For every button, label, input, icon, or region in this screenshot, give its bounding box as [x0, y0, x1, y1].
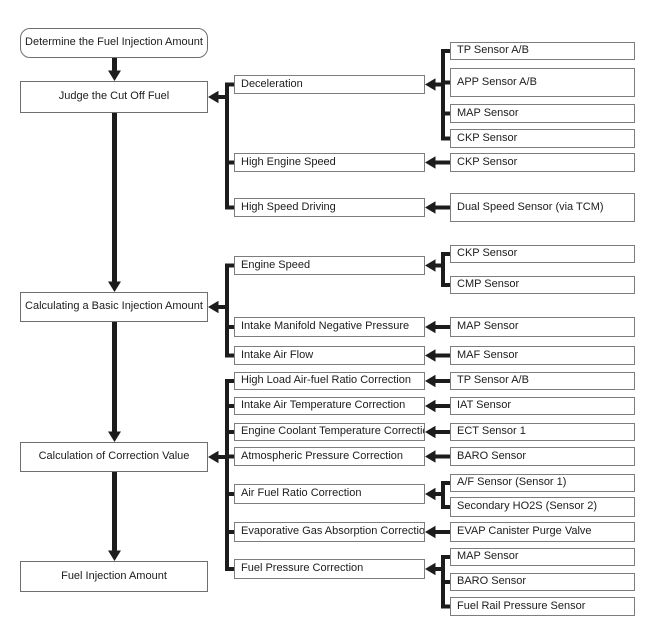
sensor-map-sensor: MAP Sensor — [450, 317, 635, 337]
factor-high-load-air-fuel-ratio-correction: High Load Air-fuel Ratio Correction — [234, 372, 425, 390]
sensor-baro-sensor: BARO Sensor — [450, 573, 635, 591]
connector-intake-air-flow-sensor — [425, 349, 450, 362]
factor-high-engine-speed: High Engine Speed — [234, 153, 425, 172]
sensor-ect-sensor-1: ECT Sensor 1 — [450, 423, 635, 441]
sensor-fuel-rail-pressure-sensor: Fuel Rail Pressure Sensor — [450, 597, 635, 616]
connector-fuel-pressure-sensors — [425, 555, 450, 609]
sensor-baro-sensor: BARO Sensor — [450, 447, 635, 466]
sensor-ckp-sensor: CKP Sensor — [450, 153, 635, 172]
sensor-cmp-sensor: CMP Sensor — [450, 276, 635, 294]
sensor-app-sensor-ab: APP Sensor A/B — [450, 68, 635, 97]
connector-basic-injection-factors — [208, 263, 234, 358]
sensor-ckp-sensor: CKP Sensor — [450, 129, 635, 148]
connector-air-fuel-ratio-sensors — [425, 481, 450, 509]
connector-ect-sensor — [425, 425, 450, 439]
connector-deceleration-sensors — [425, 49, 450, 141]
sensor-secondary-ho2s-2: Secondary HO2S (Sensor 2) — [450, 497, 635, 517]
sensor-evap-canister-purge-valve: EVAP Canister Purge Valve — [450, 522, 635, 542]
connector-manifold-pressure-sensor — [425, 320, 450, 334]
connector-cutoff-conditions — [208, 82, 234, 210]
factor-intake-air-flow: Intake Air Flow — [234, 346, 425, 365]
sensor-tp-sensor-ab: TP Sensor A/B — [450, 372, 635, 390]
sensor-maf-sensor: MAF Sensor — [450, 346, 635, 365]
sensor-dual-speed-sensor-tcm: Dual Speed Sensor (via TCM) — [450, 193, 635, 222]
factor-intake-air-temperature-correction: Intake Air Temperature Correction — [234, 397, 425, 415]
factor-deceleration: Deceleration — [234, 75, 425, 94]
flow-step-judge-cut-off-fuel: Judge the Cut Off Fuel — [20, 81, 208, 113]
factor-evaporative-gas-absorption-correction: Evaporative Gas Absorption Correction — [234, 522, 425, 542]
flow-step-determine-amount: Determine the Fuel Injection Amount — [20, 28, 208, 58]
sensor-map-sensor: MAP Sensor — [450, 548, 635, 566]
connector-correction-factors — [208, 379, 234, 571]
main-flow-arrows — [108, 58, 121, 561]
factor-engine-speed: Engine Speed — [234, 256, 425, 275]
factor-intake-manifold-negative-pressure: Intake Manifold Negative Pressure — [234, 317, 425, 337]
connector-engine-speed-sensors — [425, 252, 450, 287]
flow-step-correction-value: Calculation of Correction Value — [20, 442, 208, 472]
connector-iat-sensor — [425, 399, 450, 413]
factor-engine-coolant-temperature-correction: Engine Coolant Temperature Correction — [234, 423, 425, 441]
connector-baro-sensor — [425, 450, 450, 463]
sensor-ckp-sensor: CKP Sensor — [450, 245, 635, 263]
sensor-iat-sensor: IAT Sensor — [450, 397, 635, 415]
factor-atmospheric-pressure-correction: Atmospheric Pressure Correction — [234, 447, 425, 466]
factor-fuel-pressure-correction: Fuel Pressure Correction — [234, 559, 425, 579]
flow-step-basic-injection-amount: Calculating a Basic Injection Amount — [20, 292, 208, 322]
factor-high-speed-driving: High Speed Driving — [234, 198, 425, 217]
connector-high-load-sensor — [425, 374, 450, 388]
connector-high-speed-driving-sensor — [425, 201, 450, 214]
sensor-map-sensor: MAP Sensor — [450, 104, 635, 123]
connector-evap-valve — [425, 525, 450, 539]
connector-high-engine-speed-sensor — [425, 156, 450, 169]
sensor-af-sensor-1: A/F Sensor (Sensor 1) — [450, 474, 635, 492]
factor-air-fuel-ratio-correction: Air Fuel Ratio Correction — [234, 484, 425, 504]
sensor-tp-sensor-ab: TP Sensor A/B — [450, 42, 635, 60]
flow-step-fuel-injection-amount: Fuel Injection Amount — [20, 561, 208, 592]
